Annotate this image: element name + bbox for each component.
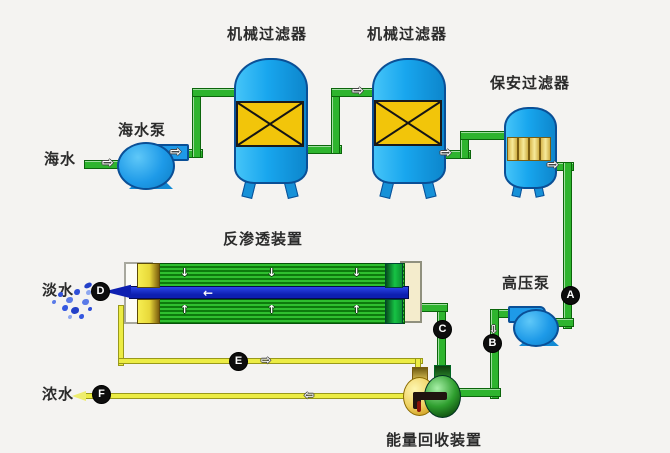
pipe-concentrate-down bbox=[118, 305, 124, 366]
label-security-filter: 保安过滤器 bbox=[490, 76, 571, 92]
pipe-downcomer-B bbox=[490, 309, 499, 399]
permeate-flow-left-icon: ← bbox=[203, 286, 214, 300]
splash-droplet bbox=[68, 315, 72, 319]
filter-cross-icon bbox=[376, 102, 440, 144]
transfer-tube-stream bbox=[417, 401, 421, 412]
ro-membrane-upper bbox=[137, 263, 405, 288]
splash-droplet bbox=[74, 289, 80, 295]
cartridge-element bbox=[518, 137, 529, 161]
label-seawater: 海水 bbox=[44, 152, 77, 168]
pipe-into-energy-recovery bbox=[455, 388, 501, 397]
cartridge-element bbox=[529, 137, 540, 161]
splash-droplet bbox=[58, 292, 63, 297]
label-mech-filter-2: 机械过滤器 bbox=[367, 27, 448, 43]
splash-droplet bbox=[52, 300, 56, 304]
hp-pump-body bbox=[513, 309, 559, 347]
filter-cross-icon bbox=[238, 103, 302, 145]
pipe-into-security-filter bbox=[460, 131, 510, 140]
flow-arrow-right-icon: ⇨ bbox=[261, 353, 272, 367]
flow-arrow-down-icon: ⇩ bbox=[489, 323, 499, 336]
label-hp-pump: 高压泵 bbox=[502, 276, 551, 292]
splash-droplet bbox=[88, 307, 92, 311]
label-brine: 浓水 bbox=[42, 387, 75, 403]
mech-filter-1-media bbox=[236, 101, 304, 147]
stream-marker-A: A bbox=[561, 286, 580, 305]
splash-droplet bbox=[86, 290, 91, 295]
membrane-flow-down-icon: ↓ bbox=[180, 266, 190, 279]
ro-membrane-lower bbox=[137, 299, 405, 324]
splash-droplet bbox=[82, 299, 89, 305]
label-mech-filter-1: 机械过滤器 bbox=[227, 27, 308, 43]
stream-marker-F: F bbox=[92, 385, 111, 404]
transfer-tube-horizontal bbox=[413, 392, 447, 400]
stream-marker-B: B bbox=[483, 334, 502, 353]
pipe-riser-to-filter1 bbox=[192, 88, 201, 158]
ro-upper-right-cap bbox=[385, 263, 403, 288]
ro-lower-left-cap bbox=[137, 299, 160, 324]
pipe-downcomer-A bbox=[563, 162, 572, 329]
brine-pipe-tip bbox=[72, 391, 86, 401]
pipe-riser-to-filter2 bbox=[331, 88, 340, 154]
label-ro-unit: 反渗透装置 bbox=[223, 232, 304, 248]
membrane-flow-up-icon: ↑ bbox=[267, 303, 277, 316]
membrane-flow-up-icon: ↑ bbox=[352, 303, 362, 316]
splash-droplet bbox=[79, 314, 84, 319]
splash-droplet bbox=[62, 305, 68, 311]
cartridge-element bbox=[540, 137, 551, 161]
ro-lower-right-cap bbox=[385, 299, 403, 324]
flow-arrow-right-icon: ⇨ bbox=[170, 144, 182, 160]
pipe-concentrate-E bbox=[118, 358, 423, 364]
stream-marker-D: D bbox=[91, 282, 110, 301]
label-energy-recovery: 能量回收装置 bbox=[386, 433, 483, 449]
permeate-pipe bbox=[129, 286, 409, 299]
stream-marker-C: C bbox=[433, 320, 452, 339]
flow-arrow-right-icon: ⇨ bbox=[352, 83, 364, 99]
flow-arrow-right-icon: ⇨ bbox=[440, 145, 452, 161]
mech-filter-2-media bbox=[374, 100, 442, 146]
flow-arrow-left-icon: ⇦ bbox=[304, 388, 315, 402]
seawater-pump-body bbox=[117, 142, 175, 190]
pipe-brine-F bbox=[82, 393, 408, 399]
label-fresh-water: 淡水 bbox=[42, 283, 75, 299]
label-seawater-pump: 海水泵 bbox=[118, 123, 167, 139]
splash-droplet bbox=[71, 307, 79, 314]
membrane-flow-down-icon: ↓ bbox=[352, 266, 362, 279]
stream-marker-E: E bbox=[229, 352, 248, 371]
membrane-flow-up-icon: ↑ bbox=[180, 303, 190, 316]
transfer-tube-hook bbox=[413, 392, 421, 409]
flow-arrow-right-icon: ⇨ bbox=[102, 155, 114, 171]
membrane-flow-down-icon: ↓ bbox=[267, 266, 277, 279]
flow-arrow-right-icon: ⇨ bbox=[547, 157, 559, 173]
splash-droplet bbox=[66, 297, 73, 303]
cartridge-element bbox=[507, 137, 518, 161]
ro-upper-left-cap bbox=[137, 263, 160, 288]
